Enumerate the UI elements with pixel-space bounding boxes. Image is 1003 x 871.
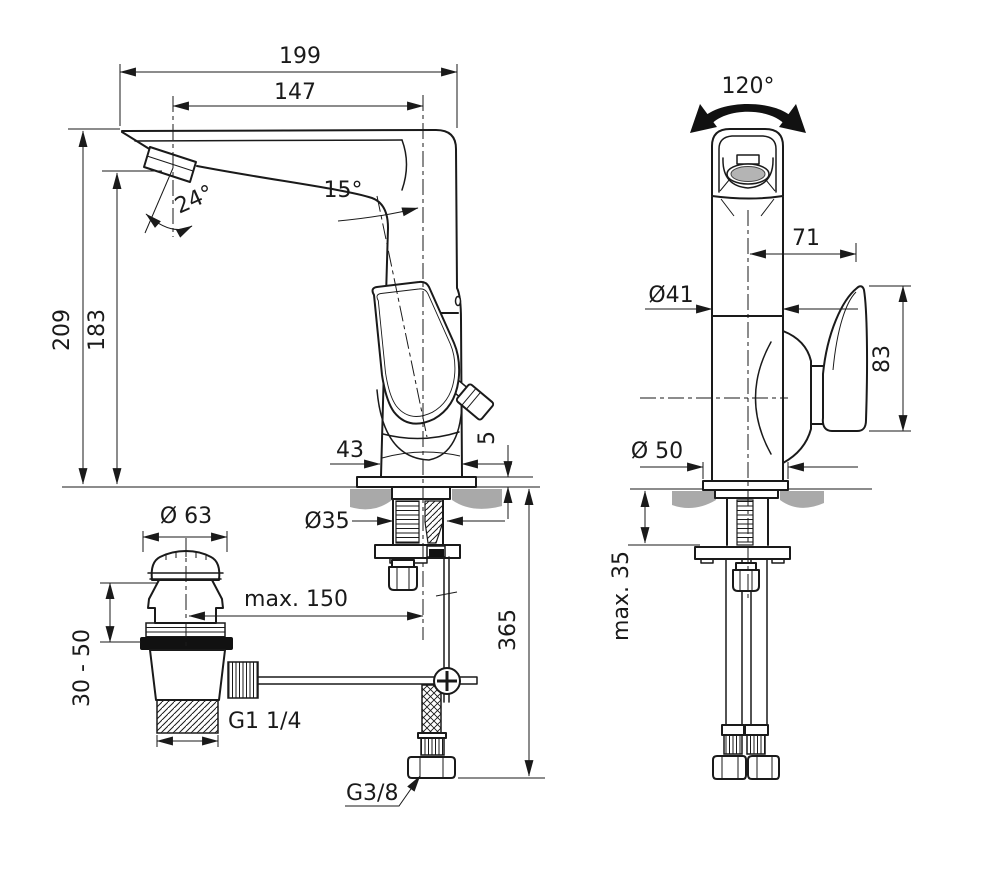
aerator-end [736, 154, 760, 165]
dim-label: 83 [870, 345, 895, 373]
dim-body-diameter: Ø41 [645, 283, 858, 314]
dim-label: Ø 63 [160, 504, 212, 529]
supply-hose-front [421, 684, 442, 734]
dim-label: G1 1/4 [228, 709, 301, 734]
mounting-shank-side [694, 497, 791, 780]
mounting-washer-front [374, 544, 461, 559]
spout-inner-line [134, 139, 403, 142]
dim-label: 120° [722, 74, 775, 99]
mounting-nut-side [732, 562, 760, 592]
dim-hose-length: 365 [458, 488, 545, 779]
dim-total-length: 199 [119, 44, 458, 128]
dim-spout-reach: 147 [172, 80, 424, 111]
dim-max-counter-thickness: max. 35 [609, 490, 700, 641]
dim-handle-offset: 71 [749, 226, 857, 262]
dim-swivel-angle: 120° [722, 74, 775, 99]
hose-nut-left [712, 755, 747, 780]
joint-dome [376, 389, 463, 461]
dim-label: 24° [171, 181, 217, 220]
dim-waste-clamp-range: 30 - 50 [70, 582, 158, 707]
dim-label: 15° [324, 178, 363, 203]
centerlines-front [172, 95, 428, 650]
side-view: 120° 71 Ø41 83 Ø 50 max. 35 [609, 74, 911, 780]
pivot-dome [782, 330, 812, 464]
hose-nut-right [747, 755, 780, 780]
swivel-arrow-icon [690, 104, 806, 133]
dim-outlet-height: 183 [85, 170, 162, 485]
dim-base-width: 43 [330, 438, 512, 469]
aerator [143, 146, 197, 183]
dim-label: 30 - 50 [70, 629, 95, 707]
faucet-body-side [702, 196, 869, 499]
dim-label: 71 [792, 226, 820, 251]
aerator-face [730, 166, 766, 182]
mounting-shank-front [374, 498, 461, 591]
faucet-body-front [121, 129, 495, 500]
dim-label: 183 [85, 309, 110, 351]
hose-nut-front [407, 756, 456, 779]
set-screw [454, 295, 462, 307]
dim-label: Ø41 [648, 283, 693, 308]
base-plate-front [356, 476, 477, 488]
spout-end-view [711, 128, 784, 217]
mounting-nut-front [388, 559, 418, 591]
handle-lever-side [821, 285, 869, 432]
drain-pull-rod [257, 556, 478, 779]
dim-label: 147 [274, 80, 316, 105]
dim-total-height: 209 [50, 128, 120, 485]
dim-label: 209 [50, 309, 75, 351]
dim-body-tilt-angle: 15° [324, 178, 419, 222]
mounting-washer-side [694, 546, 791, 560]
base-plate-side [702, 480, 789, 491]
dim-label: 365 [496, 609, 521, 651]
dim-label: max. 150 [244, 587, 348, 612]
dim-waste-thread: G1 1/4 [156, 709, 301, 747]
dim-base-diameter: Ø 50 [631, 439, 858, 479]
centerlines-side [640, 210, 788, 600]
dim-label: Ø 50 [631, 439, 683, 464]
waste-thread [156, 699, 219, 734]
dim-waste-cap-diameter: Ø 63 [142, 504, 228, 552]
dim-rod-distance: max. 150 [188, 587, 424, 621]
pop-up-waste [140, 550, 259, 734]
handle-lever-front [371, 280, 461, 425]
dim-label: max. 35 [609, 551, 634, 641]
front-view: 199 147 24° 15° 209 183 43 [50, 44, 545, 807]
dim-label: G3/8 [346, 781, 398, 806]
dim-shank-diameter: Ø35 [304, 509, 505, 534]
dim-handle-height: 83 [869, 285, 911, 432]
counter-surface-front [62, 486, 540, 510]
rod-clamp-knurl [227, 661, 259, 699]
dim-label: 199 [279, 44, 321, 69]
supply-hoses [712, 558, 780, 780]
dim-label: 43 [336, 438, 364, 463]
dim-hose-thread: G3/8 [345, 775, 421, 807]
dim-base-plate-height: 5 [475, 431, 533, 519]
dim-label: 5 [475, 431, 500, 445]
dim-label: Ø35 [304, 509, 349, 534]
